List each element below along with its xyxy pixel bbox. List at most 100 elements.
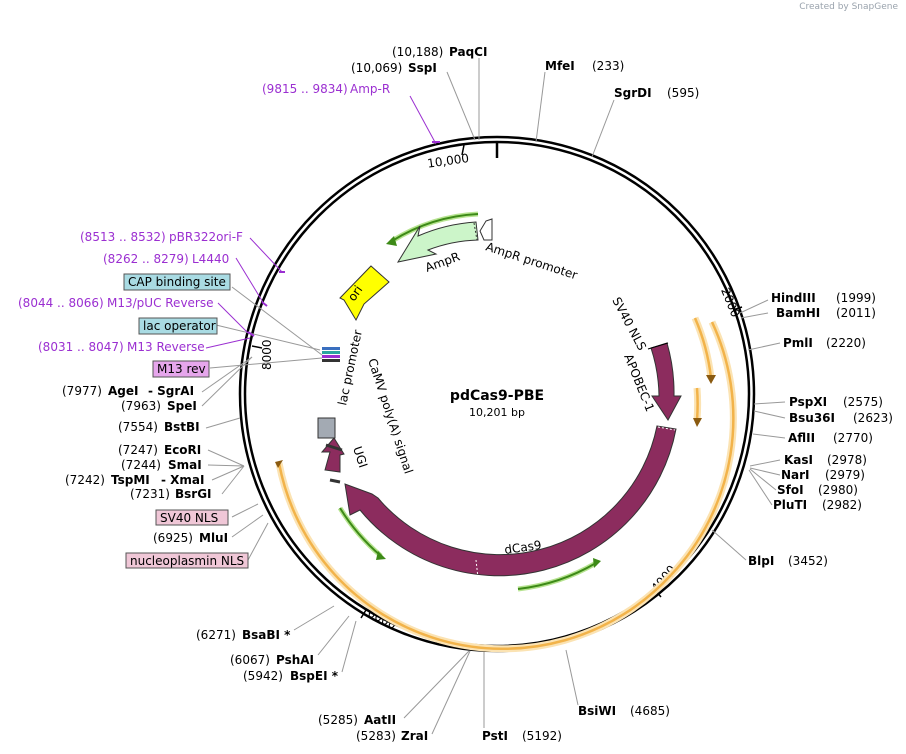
leader-bspei <box>341 620 357 673</box>
site-name-bsrgi[interactable]: BsrGI <box>175 487 212 501</box>
site-name-bstbi[interactable]: BstBI <box>164 420 200 434</box>
ampr-promoter-feature[interactable] <box>479 218 493 241</box>
site-pos-psti: (5192) <box>522 729 562 743</box>
site-name-bsabi[interactable]: BsaBI * <box>242 628 291 642</box>
box-cap-binding-site[interactable]: CAP binding site <box>123 273 231 291</box>
orf-inner <box>695 387 699 421</box>
site-name-kasi[interactable]: KasI <box>784 453 813 467</box>
site-name-mfei[interactable]: MfeI <box>545 59 575 73</box>
site-name-paqci[interactable]: PaqCI <box>449 45 487 59</box>
tick-2000 <box>732 306 743 311</box>
leader-pshai <box>317 615 350 656</box>
site-name-sgrai[interactable]: - SgrAI <box>148 384 194 398</box>
site-pos-paqci: (10,188) <box>392 45 443 59</box>
site-name-bsiwi[interactable]: BsiWI <box>578 704 616 718</box>
site-name-spei[interactable]: SpeI <box>167 399 197 413</box>
leader-afiii <box>752 433 786 439</box>
credit-text: Created by SnapGene <box>799 2 898 12</box>
apobec-feature[interactable] <box>650 342 682 421</box>
leader-sgrdi <box>591 99 615 158</box>
site-name-aatii[interactable]: AatII <box>364 713 396 727</box>
site-pos-bsrgi: (7231) <box>130 487 170 501</box>
ugi-feature[interactable] <box>320 437 345 473</box>
leader-pspxi <box>753 401 786 405</box>
leader-smai <box>207 464 245 467</box>
site-pos-sgrdi: (595) <box>667 86 699 100</box>
site-pos-mfei: (233) <box>592 59 624 73</box>
box-nucleoplasmin-nls[interactable]: nucleoplasmin NLS <box>125 552 249 569</box>
site-name-ecori[interactable]: EcoRI <box>164 443 201 457</box>
primer-name-l4440[interactable]: L4440 <box>192 252 229 266</box>
site-name-bspei[interactable]: BspEI * <box>290 669 339 683</box>
site-name-sfoi[interactable]: SfoI <box>777 483 804 497</box>
leader-pmli <box>747 342 781 351</box>
primer-name-ampr[interactable]: Amp-R <box>350 82 390 96</box>
camv-polya-feature[interactable] <box>317 417 336 439</box>
leader-paqci <box>446 71 476 141</box>
site-pos-bstbi: (7554) <box>118 420 158 434</box>
site-pos-bsu36i: (2623) <box>853 411 893 425</box>
site-name-nari[interactable]: NarI <box>781 468 810 482</box>
box-cap-text: CAP binding site <box>128 275 226 289</box>
tick-10000 <box>461 144 465 156</box>
site-name-zrai[interactable]: ZraI <box>401 729 428 743</box>
orf-short-arrow <box>706 375 716 384</box>
green-arrow-left-head <box>376 551 386 560</box>
primer-name-pbr322[interactable]: pBR322ori-F <box>169 230 243 244</box>
orf-inner-arrow <box>693 418 702 427</box>
orf-bottom <box>277 462 672 651</box>
m13-mark <box>322 355 340 358</box>
leader-bsrgi <box>221 465 245 495</box>
site-name-bamhi[interactable]: BamHI <box>776 306 820 320</box>
site-name-mlui[interactable]: MluI <box>199 531 228 545</box>
site-name-pspxi[interactable]: PspXI <box>789 395 827 409</box>
orf-right-glow <box>668 320 737 578</box>
site-pos-hindiii: (1999) <box>836 291 876 305</box>
site-pos-bspei: (5942) <box>243 669 283 683</box>
site-name-afiii[interactable]: AflII <box>788 431 815 445</box>
ampr-feature[interactable] <box>396 221 479 263</box>
plasmid-size: 10,201 bp <box>469 406 525 419</box>
leader-l4440 <box>235 257 265 305</box>
apobec-label: APOBEC-1 <box>621 352 657 414</box>
site-pos-pmli: (2220) <box>826 336 866 350</box>
leader-kasi <box>749 459 781 467</box>
ori-feature[interactable] <box>339 265 390 322</box>
site-name-blpi[interactable]: BlpI <box>748 554 774 568</box>
dcas9-feature[interactable] <box>344 425 677 577</box>
tick-8000 <box>251 345 263 349</box>
site-name-sgrdi[interactable]: SgrDI <box>614 86 652 100</box>
site-name-xmai[interactable]: - XmaI <box>161 473 204 487</box>
site-pos-bsabi: (6271) <box>196 628 236 642</box>
site-name-sspi[interactable]: SspI <box>408 61 437 75</box>
box-sv40-nls[interactable]: SV40 NLS <box>155 509 229 526</box>
site-name-pshai[interactable]: PshAI <box>276 653 314 667</box>
ampr-promoter-label: AmpR promoter <box>484 240 579 283</box>
orf-short <box>693 317 713 379</box>
box-lac-operator[interactable]: lac operator <box>138 317 218 335</box>
green-arrow-bottom-head <box>593 558 601 568</box>
dcas9-dash <box>475 559 479 579</box>
primer-range-l4440: (8262 .. 8279) <box>103 252 189 266</box>
site-name-pluti[interactable]: PluTI <box>773 498 807 512</box>
nls-small-mark <box>329 478 341 484</box>
primer-name-m13puc[interactable]: M13/pUC Reverse <box>107 296 214 310</box>
site-name-pmli[interactable]: PmlI <box>783 336 813 350</box>
site-pos-pshai: (6067) <box>230 653 270 667</box>
site-name-agei[interactable]: AgeI <box>108 384 138 398</box>
primer-name-m13rev[interactable]: M13 Reverse <box>127 340 205 354</box>
tick-label-2000: 2000 <box>718 286 742 320</box>
primer-range-pbr322: (8513 .. 8532) <box>80 230 166 244</box>
site-name-psti[interactable]: PstI <box>482 729 508 743</box>
box-m13-rev[interactable]: M13 rev <box>152 360 210 378</box>
site-name-smai[interactable]: SmaI <box>168 458 202 472</box>
site-name-bsu36i[interactable]: Bsu36I <box>789 411 835 425</box>
site-pos-sfoi: (2980) <box>818 483 858 497</box>
m13puc-mark <box>247 331 255 337</box>
leader-aatii <box>403 650 470 719</box>
site-name-tspmi[interactable]: TspMI <box>111 473 150 487</box>
box-cap-bg <box>123 273 231 291</box>
site-name-hindiii[interactable]: HindIII <box>771 291 816 305</box>
lac-promoter-label: lac promoter <box>335 329 365 407</box>
green-arrow-bottom <box>517 562 597 590</box>
